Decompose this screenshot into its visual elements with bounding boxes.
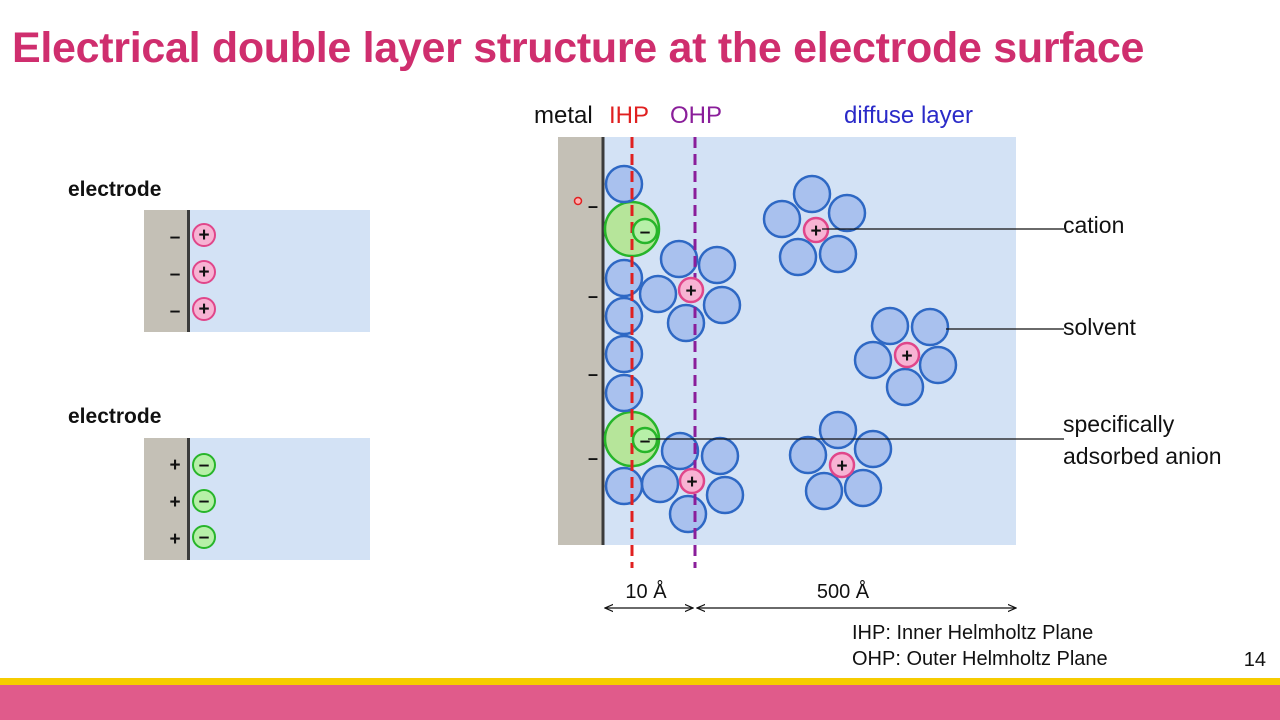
solvent-molecule <box>604 334 644 374</box>
solvent-molecule <box>918 345 958 385</box>
electrode-panel-positive: + + + – – – <box>144 438 370 560</box>
electrode-charge: – <box>588 196 598 216</box>
electrode-surface <box>187 210 190 332</box>
anion-ion <box>631 426 659 454</box>
anion-sign: – <box>640 222 651 243</box>
cation-sign: + <box>686 472 697 493</box>
solvent-molecule <box>853 340 893 380</box>
solvent-molecule <box>705 475 745 515</box>
slide-title: Electrical double layer structure at the… <box>12 24 1145 72</box>
cation-ion <box>678 467 706 495</box>
anion-ion: – <box>192 489 216 513</box>
solvent-molecule <box>792 174 832 214</box>
solvent-molecule <box>762 199 802 239</box>
electrode-surface <box>187 438 190 560</box>
metal-label: metal <box>534 102 593 129</box>
laser-pointer-dot <box>573 196 583 206</box>
footer-band <box>0 685 1280 720</box>
anion-ion <box>631 217 659 245</box>
solvent-molecule <box>666 303 706 343</box>
cation-ion: + <box>192 297 216 321</box>
electrode-charge: + <box>169 455 181 476</box>
solvent-molecule <box>910 307 950 347</box>
solvent-molecule <box>604 164 644 204</box>
electrode-charge: – <box>169 227 181 248</box>
solvent-molecule <box>604 258 644 298</box>
cation-ion <box>802 216 830 244</box>
electrode-metal <box>144 210 188 332</box>
electrode-label-1: electrode <box>68 178 162 201</box>
solvent-molecule <box>818 234 858 274</box>
legend-ohp: OHP: Outer Helmholtz Plane <box>852 648 1108 670</box>
solvent-molecule <box>638 274 678 314</box>
electrode-charge: – <box>169 301 181 322</box>
adsorbed-anion-solvation <box>603 410 661 468</box>
electrode-charge: – <box>588 364 598 384</box>
solvent-molecule <box>604 296 644 336</box>
anion-sign: – <box>640 431 651 452</box>
electrode-panel-negative: – – – + + + <box>144 210 370 332</box>
solvent-molecule <box>853 429 893 469</box>
footer-stripe <box>0 678 1280 685</box>
metal-electrode <box>558 137 603 545</box>
legend-ihp: IHP: Inner Helmholtz Plane <box>852 622 1094 644</box>
electrode-charge: – <box>169 264 181 285</box>
cation-ion <box>828 451 856 479</box>
cation-sign: + <box>810 221 821 242</box>
electrode-charge: – <box>588 286 598 306</box>
cation-sign: + <box>685 281 696 302</box>
cation-sign: + <box>901 346 912 367</box>
electrode-metal <box>144 438 188 560</box>
solvent-molecule <box>804 471 844 511</box>
adsorbed-anion-solvation <box>603 200 661 258</box>
electrode-label-2: electrode <box>68 405 162 428</box>
anion-callout-line2: adsorbed anion <box>1063 443 1222 469</box>
solvent-molecule <box>604 466 644 506</box>
solvent-molecule <box>843 468 883 508</box>
electrode-charge: – <box>588 448 598 468</box>
solvent-molecule <box>640 464 680 504</box>
cation-callout: cation <box>1063 212 1124 238</box>
electrode-charge: + <box>169 529 181 550</box>
distance-label-500: 500 Å <box>817 580 870 603</box>
ihp-label: IHP <box>609 102 650 129</box>
diffuse-layer-label: diffuse layer <box>844 102 973 129</box>
cation-sign: + <box>836 456 847 477</box>
distance-label-10: 10 Å <box>625 580 667 603</box>
cation-ion: + <box>192 223 216 247</box>
solvent-molecule <box>700 436 740 476</box>
solvent-molecule <box>660 431 700 471</box>
cation-ion <box>677 276 705 304</box>
cation-ion: + <box>192 260 216 284</box>
solvent-molecule <box>702 285 742 325</box>
solvent-molecule <box>697 245 737 285</box>
cation-ion <box>893 341 921 369</box>
ohp-label: OHP <box>670 102 723 129</box>
solvent-molecule <box>818 410 858 450</box>
solvent-molecule <box>827 193 867 233</box>
page-number: 14 <box>1243 649 1266 671</box>
solvent-molecule <box>668 494 708 534</box>
anion-ion: – <box>192 525 216 549</box>
solvent-molecule <box>778 237 818 277</box>
solvent-molecule <box>788 435 828 475</box>
electrode-charge: + <box>169 492 181 513</box>
solvent-molecule <box>870 306 910 346</box>
solvent-callout: solvent <box>1063 314 1136 340</box>
solvent-molecule <box>885 367 925 407</box>
anion-callout-line1: specifically <box>1063 411 1175 437</box>
solvent-molecule <box>659 239 699 279</box>
anion-ion: – <box>192 453 216 477</box>
solvent-molecule <box>604 373 644 413</box>
electrolyte-region <box>603 137 1016 545</box>
